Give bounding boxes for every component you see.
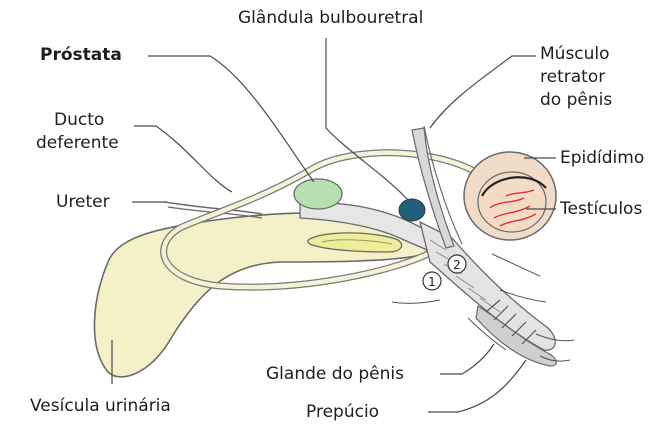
label-musculo-3: do pênis [540, 90, 612, 111]
label-musculo-1: Músculo [540, 44, 610, 65]
leader-glande [440, 344, 494, 374]
label-musculo-2: retrator [540, 67, 605, 88]
label-glandula-bulbouretral: Glândula bulbouretral [238, 8, 423, 29]
bulbourethral-gland [399, 199, 425, 221]
label-testiculos: Testículos [560, 199, 642, 220]
leader-prostata [148, 56, 314, 182]
label-vesicula: Vesícula urinária [30, 396, 171, 417]
leader-prepucio [428, 360, 526, 412]
leader-glandula [326, 38, 408, 200]
label-glande: Glande do pênis [266, 364, 404, 385]
label-prostata: Próstata [40, 45, 122, 66]
marker-1: 1 [428, 275, 436, 289]
label-epididimo: Epidídimo [560, 148, 644, 169]
label-ducto-2: deferente [36, 133, 119, 154]
prostate [294, 179, 342, 209]
leader-ducto [134, 126, 232, 192]
label-ducto-1: Ducto [54, 110, 104, 131]
label-ureter: Ureter [56, 192, 110, 213]
label-prepucio: Prepúcio [306, 402, 379, 423]
marker-2: 2 [453, 258, 461, 272]
leader-musculo [430, 56, 536, 128]
